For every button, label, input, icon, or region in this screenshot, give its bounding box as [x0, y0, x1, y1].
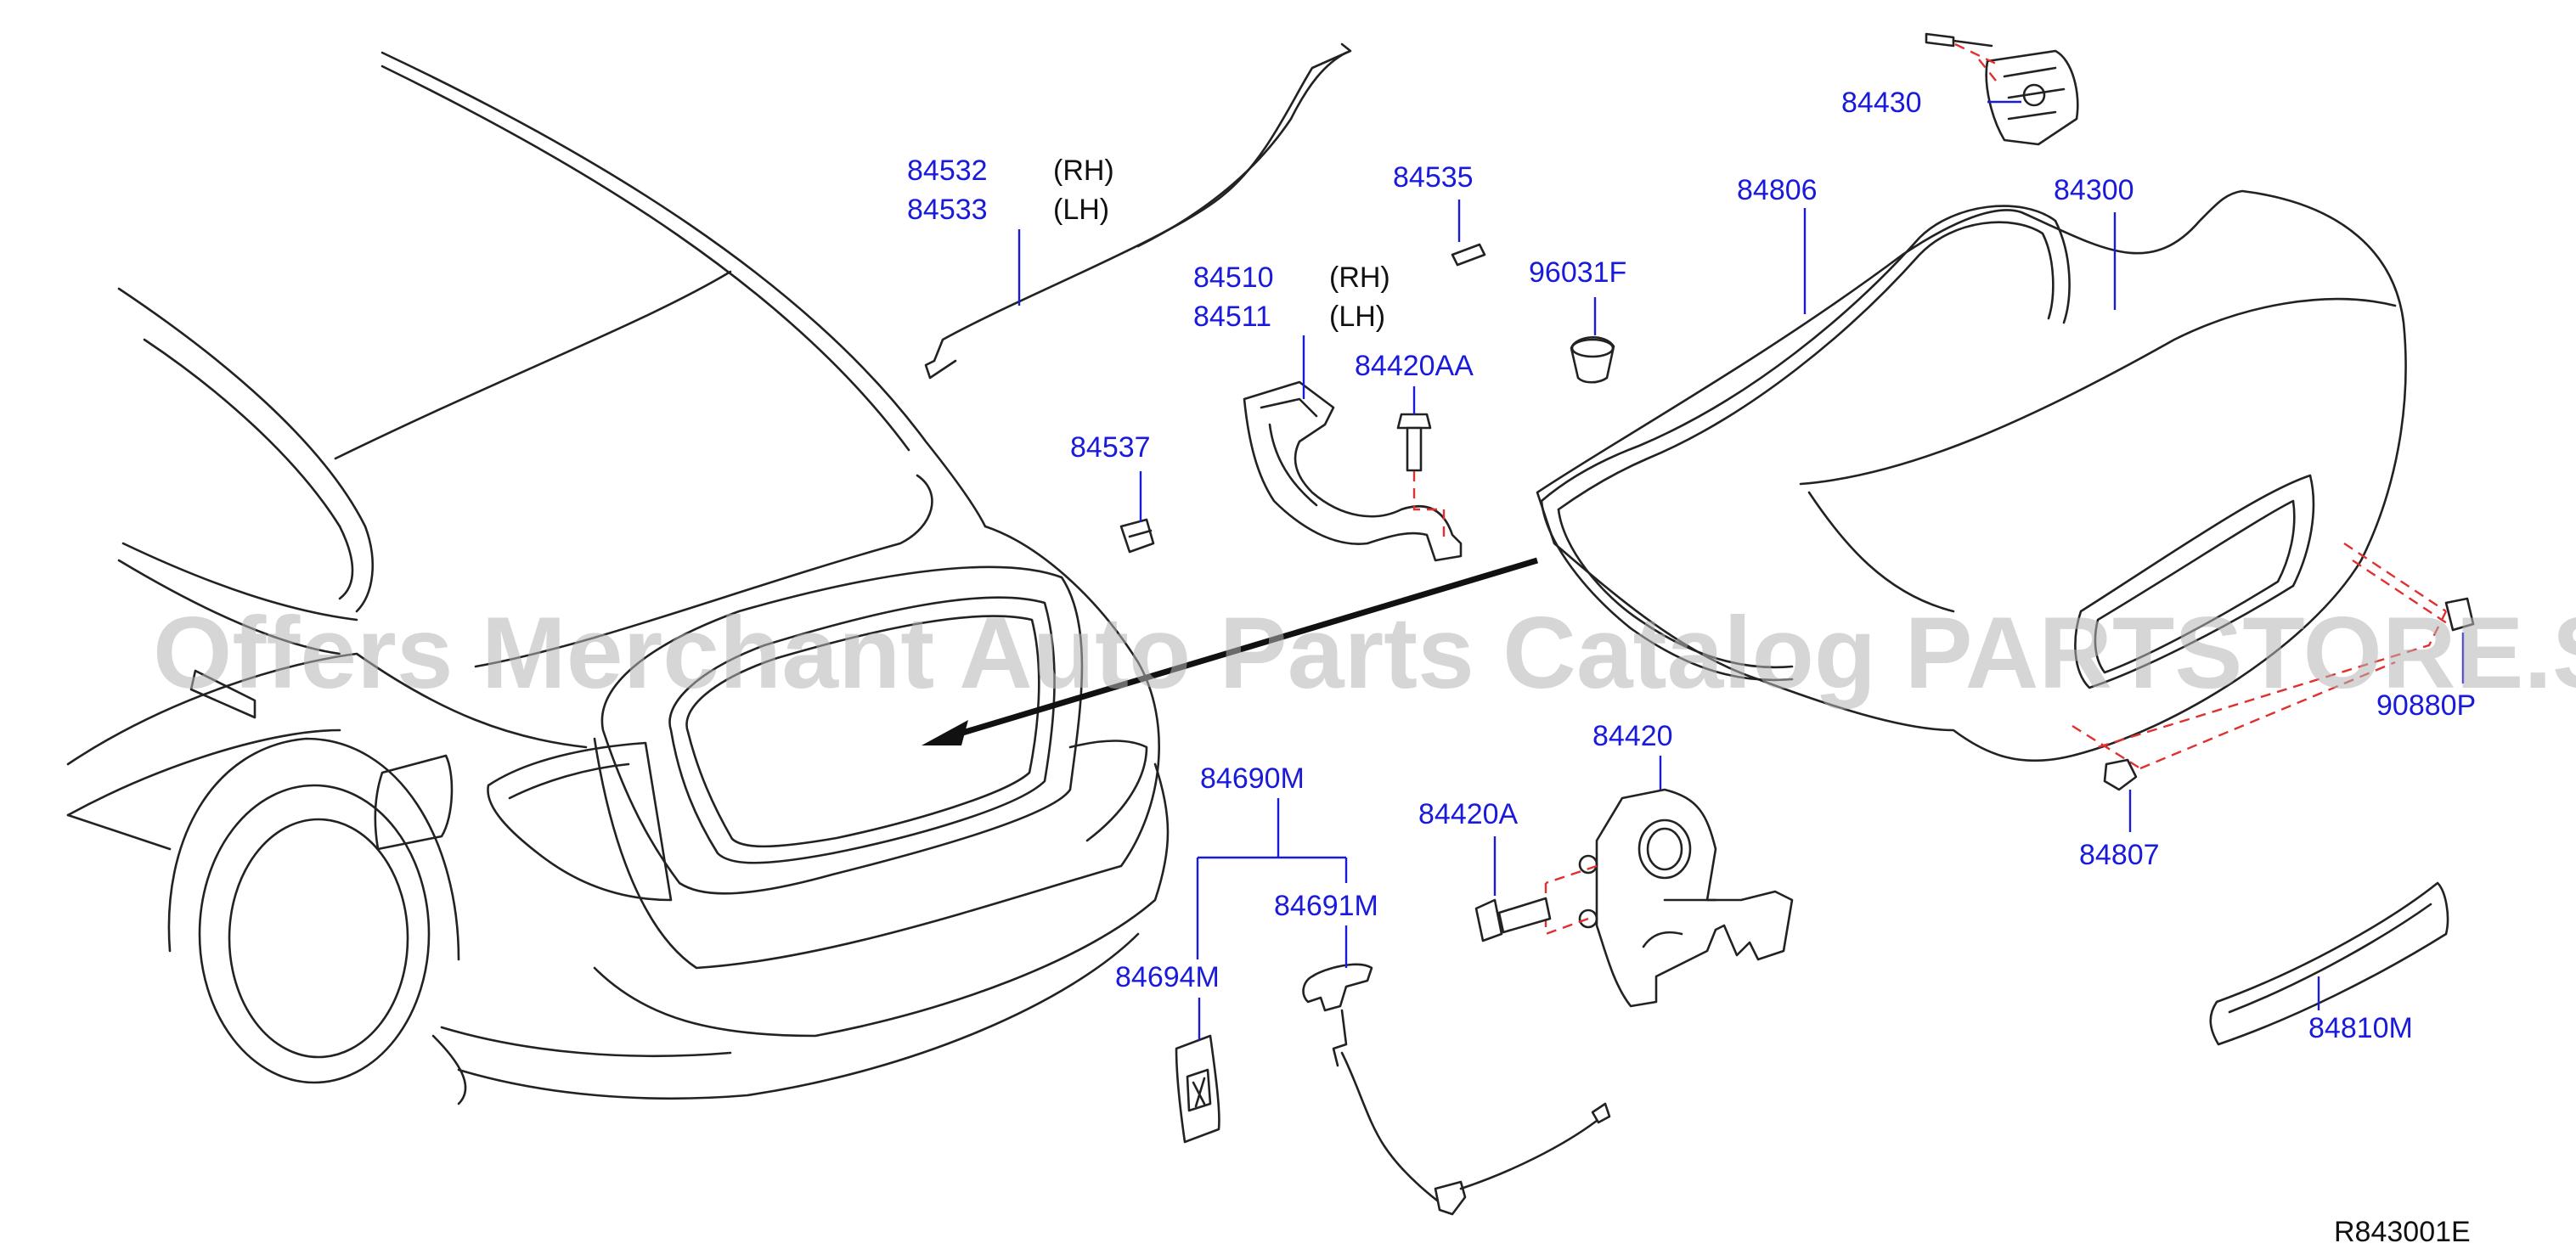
assembly-arrow	[922, 557, 1539, 745]
label-84537: 84537	[1070, 431, 1151, 464]
pin-84535	[1451, 243, 1486, 267]
garnish-84810M	[2209, 881, 2449, 1046]
label-84420: 84420	[1592, 720, 1673, 752]
label-84430: 84430	[1841, 87, 1922, 119]
label-84690M: 84690M	[1200, 762, 1305, 795]
label-84533: 84533	[907, 194, 988, 226]
label-84420AA: 84420AA	[1355, 350, 1474, 382]
label-84510: 84510	[1193, 262, 1274, 294]
bumper-84537	[1119, 518, 1155, 554]
diagram-code: R843001E	[2334, 1216, 2471, 1248]
label-84694M: 84694M	[1115, 961, 1220, 993]
clip-90880P	[2444, 597, 2475, 632]
label-84511: 84511	[1193, 301, 1271, 333]
bolt-84420A	[1474, 897, 1552, 942]
trunk-lid-84300	[1536, 189, 2455, 770]
grommet-96031F	[1570, 336, 1615, 384]
label-84510-side: (RH)	[1329, 262, 1390, 294]
label-84300: 84300	[2054, 174, 2134, 206]
label-84810M: 84810M	[2308, 1012, 2413, 1044]
car-body-illustration	[66, 51, 1170, 1105]
torsion-bar-84532	[924, 42, 1352, 380]
label-96031F: 96031F	[1529, 256, 1626, 289]
label-84535: 84535	[1393, 161, 1474, 194]
label-90880P: 90880P	[2376, 689, 2476, 722]
trunk-lock-84430	[1925, 32, 2079, 146]
callout-labels: 84532 (RH) 84533 (LH) 84535 84510 (RH) 8…	[907, 87, 2476, 1248]
striker-84420	[1544, 788, 1794, 1008]
clip-84807	[2103, 758, 2138, 791]
label-84807: 84807	[2079, 839, 2160, 871]
label-84691M: 84691M	[1274, 890, 1378, 922]
label-84532: 84532	[907, 155, 988, 187]
opener-cable-84691M	[1302, 963, 1611, 1216]
leader-lines	[1017, 100, 2465, 1040]
watermark: Offers Merchant Auto Parts Catalog PARTS…	[153, 596, 2576, 710]
label-84420A: 84420A	[1418, 798, 1519, 830]
bolt-84420AA	[1396, 413, 1446, 543]
label-84806: 84806	[1737, 174, 1818, 206]
label-84511-side: (LH)	[1329, 301, 1385, 333]
switch-84694M	[1175, 1034, 1220, 1144]
hinge-84510	[1243, 380, 1463, 562]
label-84532-side: (RH)	[1053, 155, 1114, 187]
label-84533-side: (LH)	[1053, 194, 1109, 226]
